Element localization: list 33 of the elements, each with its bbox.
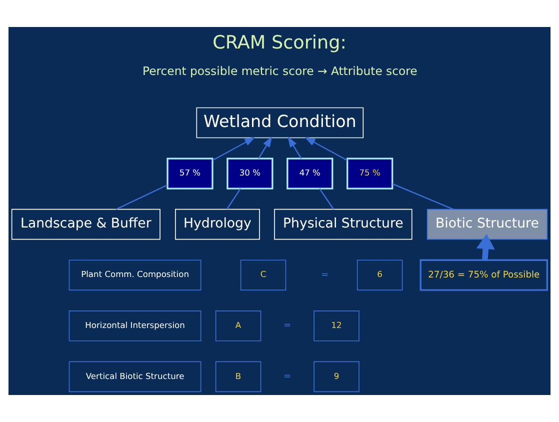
arrow: [288, 136, 302, 159]
arrow: [476, 234, 495, 260]
node-box: 47 %: [286, 158, 334, 190]
node-box: A: [215, 310, 262, 342]
node-box: B: [215, 361, 262, 392]
node-box: Plant Comm. Composition: [68, 260, 202, 291]
node-box: C: [240, 260, 286, 291]
node-box: 27/36 = 75% of Possible: [420, 259, 548, 291]
arrow: [212, 136, 256, 161]
node-box: Biotic Structure: [426, 208, 548, 240]
node-box: 75 %: [346, 158, 394, 190]
node-box: Landscape & Buffer: [11, 208, 160, 240]
node-box: Physical Structure: [274, 208, 412, 240]
node-box: 6: [356, 260, 403, 291]
node-box: 57 %: [166, 158, 214, 190]
connector: [319, 188, 334, 210]
arrow: [304, 136, 348, 161]
node-box: Wetland Condition: [196, 107, 364, 138]
arrow: [258, 136, 272, 159]
node-box: Vertical Biotic Structure: [68, 361, 202, 392]
node-box: Hydrology: [175, 208, 260, 240]
label: =: [284, 321, 292, 332]
node-box: 30 %: [226, 158, 274, 190]
node-box: Horizontal Interspersion: [68, 310, 202, 342]
connector: [116, 184, 168, 210]
label: Percent possible metric score → Attribute score: [142, 64, 418, 78]
label: =: [284, 372, 292, 382]
connector: [226, 188, 241, 210]
label: =: [321, 270, 329, 280]
node-box: 9: [314, 361, 360, 392]
node-box: 12: [314, 310, 360, 342]
diagram-title: CRAM Scoring:: [212, 32, 346, 54]
connector: [392, 183, 454, 210]
